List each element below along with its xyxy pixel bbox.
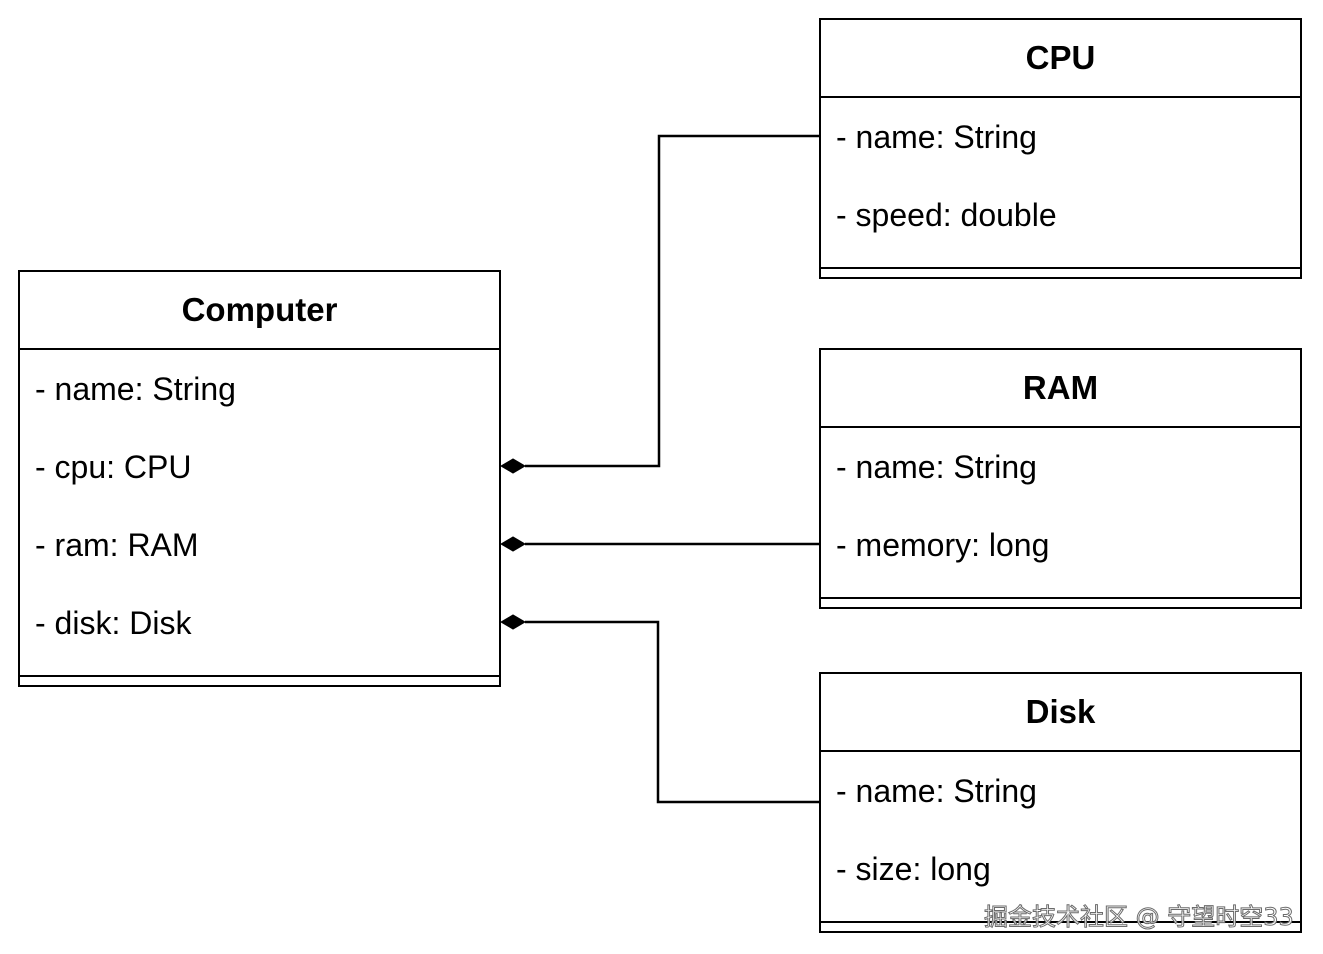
class-ram-title: RAM (821, 350, 1300, 428)
class-computer-title: Computer (20, 272, 499, 350)
attribute-disk-size: - size: long (836, 850, 991, 887)
methods-divider (821, 597, 1300, 599)
attribute-ram-name: - name: String (836, 448, 1037, 485)
connector-computer-disk (525, 620, 820, 804)
methods-divider (20, 675, 499, 677)
attribute-computer-name: - name: String (35, 370, 236, 407)
class-computer[interactable]: Computer - name: String - cpu: CPU - ram… (18, 270, 501, 687)
composition-diamond-ram (500, 536, 526, 552)
class-disk-title: Disk (821, 674, 1300, 752)
composition-diamond-cpu (500, 458, 526, 474)
attribute-cpu-speed: - speed: double (836, 196, 1057, 233)
methods-divider (821, 267, 1300, 269)
attribute-computer-disk: - disk: Disk (35, 604, 192, 641)
watermark-text: 掘金技术社区 @ 守望时空33 (984, 903, 1295, 932)
attribute-disk-name: - name: String (836, 772, 1037, 809)
class-cpu-title: CPU (821, 20, 1300, 98)
class-disk[interactable]: Disk - name: String - size: long (819, 672, 1302, 933)
attribute-computer-ram: - ram: RAM (35, 526, 199, 563)
composition-diamond-disk (500, 614, 526, 630)
attribute-computer-cpu: - cpu: CPU (35, 448, 192, 485)
attribute-ram-memory: - memory: long (836, 526, 1050, 563)
attribute-cpu-name: - name: String (836, 118, 1037, 155)
class-ram[interactable]: RAM - name: String - memory: long (819, 348, 1302, 609)
methods-divider (821, 921, 1300, 923)
class-cpu[interactable]: CPU - name: String - speed: double (819, 18, 1302, 279)
connector-computer-cpu (525, 134, 820, 468)
